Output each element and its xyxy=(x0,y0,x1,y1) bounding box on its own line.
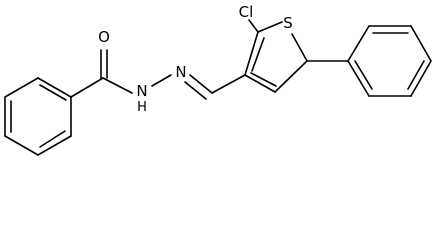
chlorine-bond xyxy=(248,19,259,33)
atom-label-amide-nitrogen: N xyxy=(136,82,147,100)
atom-label-sulfur: S xyxy=(283,14,293,32)
hydrazone-linker xyxy=(102,74,246,100)
phenyl-substituent-ring xyxy=(306,25,432,97)
benzoyl-phenyl-ring xyxy=(4,77,72,156)
molecule-structure: O N H N Cl S xyxy=(4,3,432,156)
atom-label-imine-nitrogen: N xyxy=(175,63,186,81)
molecule-canvas: O N H N Cl S xyxy=(4,3,432,156)
atom-label-oxygen: O xyxy=(98,28,110,46)
atom-label-chlorine: Cl xyxy=(239,3,254,21)
carbonyl-group xyxy=(70,49,108,98)
thiophene-ring xyxy=(244,21,308,93)
atom-label-amide-hydrogen: H xyxy=(137,100,147,115)
